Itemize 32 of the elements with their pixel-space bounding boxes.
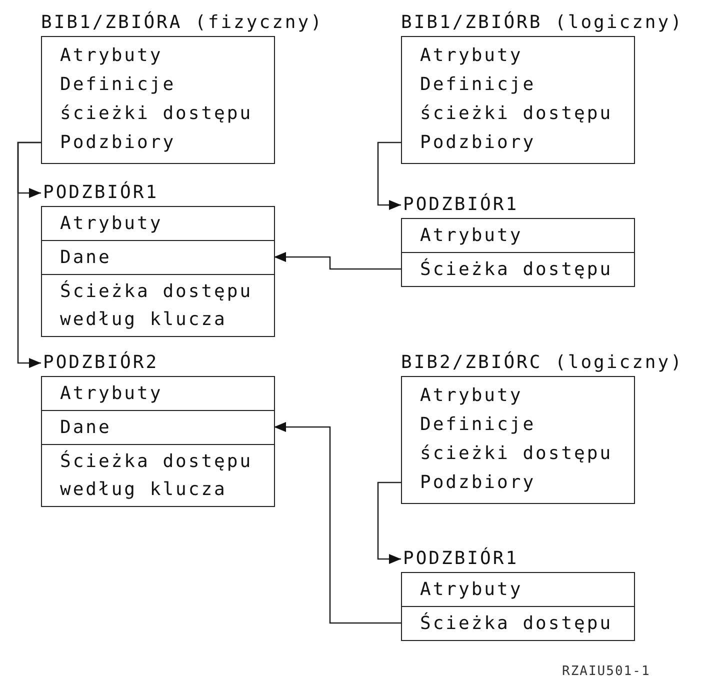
field-name: Atrybuty: [419, 44, 524, 68]
member-section: Ścieżka dostępu: [402, 606, 634, 640]
connector-arrow: [377, 482, 401, 564]
connector-arrow: [274, 252, 402, 270]
member-section: Atrybuty: [402, 219, 634, 252]
field-name: Definicje ścieżki dostępu: [419, 73, 614, 126]
member-section: Atrybuty: [42, 377, 274, 410]
member-section: Ścieżka dostępu według klucza: [42, 444, 274, 506]
member-section: Atrybuty: [42, 207, 274, 240]
member-section: Ścieżka dostępu: [402, 252, 634, 286]
field-name: Definicje ścieżki dostępu: [419, 413, 614, 466]
field-name: Podzbiory: [419, 131, 537, 155]
member-section: Dane: [42, 240, 274, 274]
field-name: Atrybuty: [59, 44, 164, 68]
field-name: Podzbiory: [419, 471, 537, 495]
field-name: Atrybuty: [419, 384, 524, 408]
file-name: BIB1/ZBIÓRB (logiczny): [401, 10, 684, 35]
field-name: Podzbiory: [59, 131, 177, 155]
member-name: PODZBIÓR1: [43, 180, 159, 205]
figure-id: RZAIU501-1: [562, 664, 650, 679]
connector-arrow: [274, 422, 402, 624]
member-section: Atrybuty: [402, 573, 634, 606]
connector-arrow: [377, 142, 401, 210]
member-name: PODZBIÓR2: [43, 350, 159, 375]
member-section: Dane: [42, 410, 274, 444]
connector-arrow: [17, 142, 41, 368]
member-section: Ścieżka dostępu według klucza: [42, 274, 274, 336]
member-name: PODZBIÓR1: [403, 192, 519, 217]
file-name: BIB2/ZBIÓRC (logiczny): [401, 350, 684, 375]
member-name: PODZBIÓR1: [403, 546, 519, 571]
field-name: Definicje ścieżki dostępu: [59, 73, 254, 126]
file-name: BIB1/ZBIÓRA (fizyczny): [41, 10, 324, 35]
